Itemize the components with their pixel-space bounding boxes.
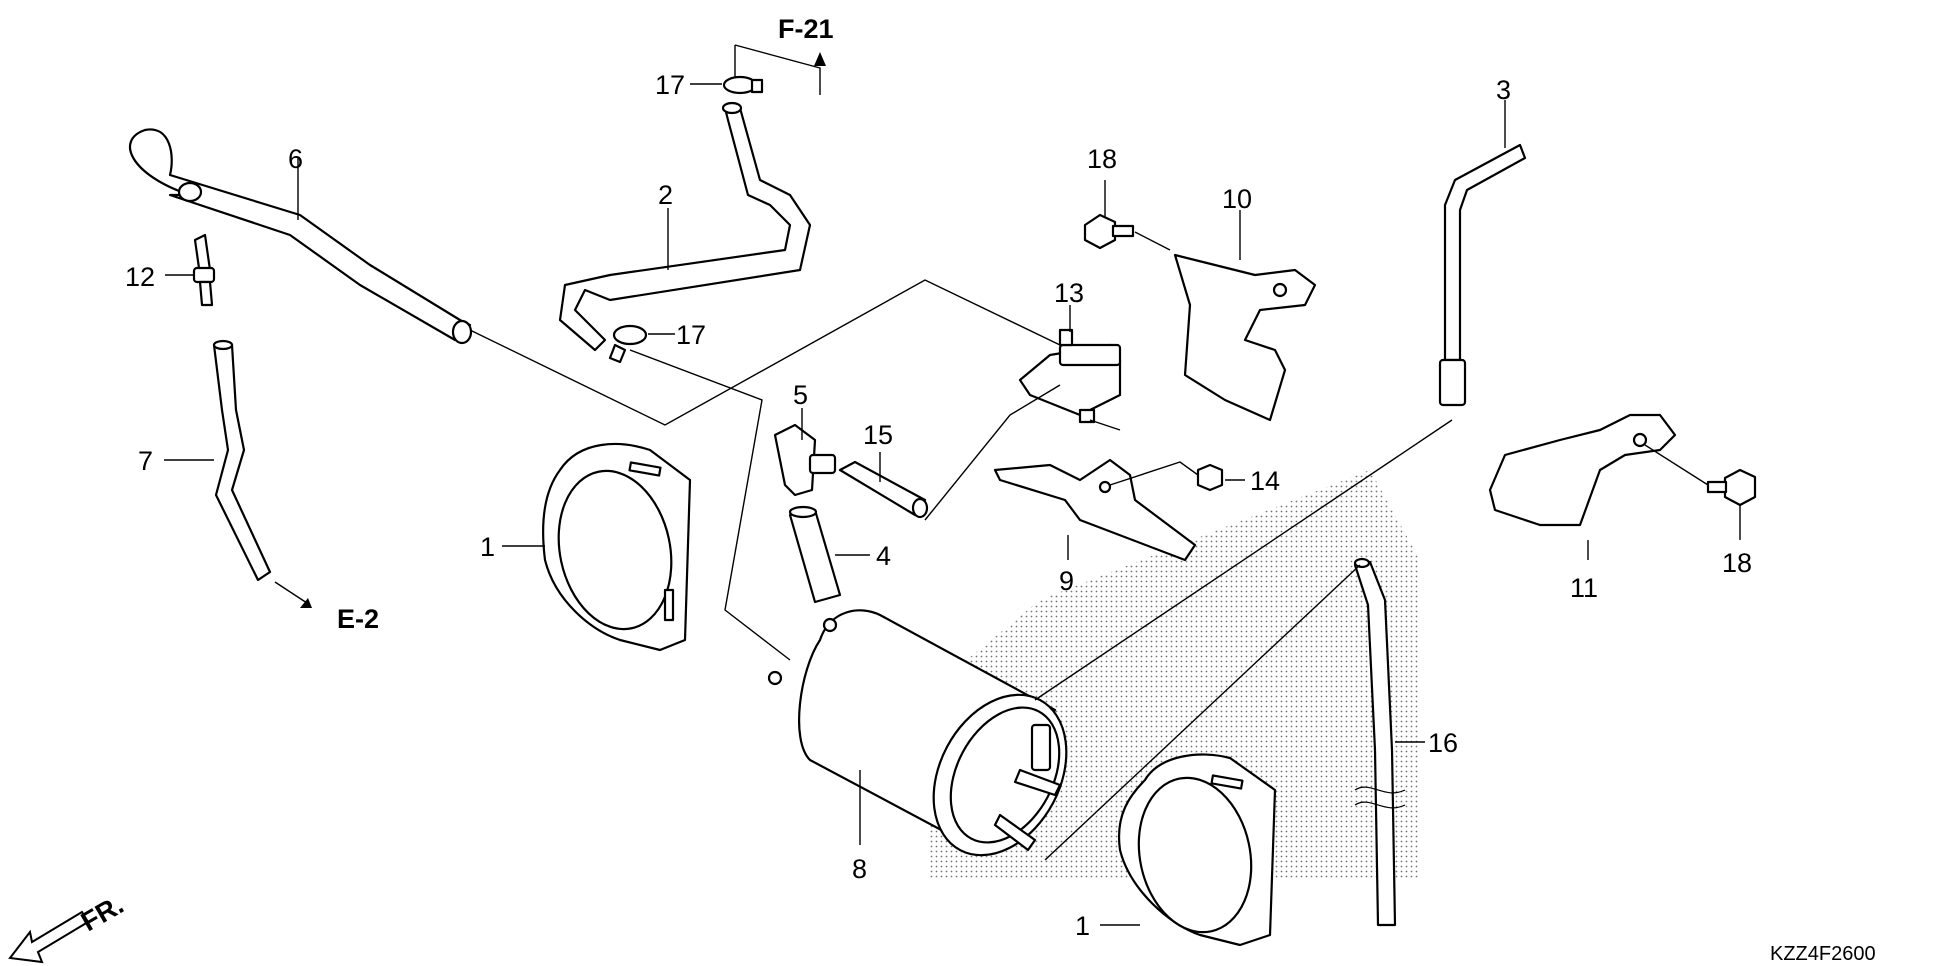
bracket-part-10[interactable] <box>1173 253 1317 422</box>
callout-4: 4 <box>876 541 891 571</box>
ref-e2: E-2 <box>337 604 379 634</box>
tube-part-15[interactable] <box>838 460 929 519</box>
tube-part-4[interactable] <box>788 505 842 604</box>
pipe-part-3[interactable] <box>1438 143 1527 407</box>
band-part-1-bottom[interactable] <box>1117 753 1277 947</box>
callout-7: 7 <box>138 446 153 476</box>
callout-13: 13 <box>1054 278 1084 308</box>
callout-11: 11 <box>1570 573 1598 603</box>
bolt-part-18-top[interactable] <box>1083 213 1135 250</box>
clamp-part-17-top[interactable] <box>722 75 764 95</box>
callout-5: 5 <box>793 380 808 410</box>
valve-part-13[interactable] <box>1018 328 1122 424</box>
ref-front: FR. <box>76 889 129 937</box>
hose-part-2[interactable] <box>558 101 812 352</box>
callout-12: 12 <box>125 262 155 292</box>
callout-6: 6 <box>288 144 303 174</box>
callout-15: 15 <box>863 420 893 450</box>
callout-1-bottom: 1 <box>1075 911 1090 941</box>
tube-part-16[interactable] <box>1353 557 1397 927</box>
band-part-1-top[interactable] <box>542 442 692 652</box>
callout-18-top: 18 <box>1087 144 1117 174</box>
fitting-part-5[interactable] <box>773 423 837 497</box>
callout-1-top: 1 <box>480 532 495 562</box>
callout-17-top: 17 <box>655 70 685 100</box>
callout-3: 3 <box>1496 75 1511 105</box>
arrow-f21 <box>814 52 826 66</box>
arrow-e2 <box>300 598 312 608</box>
front-arrow-icon <box>8 910 90 964</box>
hose-part-7[interactable] <box>212 339 272 582</box>
ref-f21: F-21 <box>778 14 834 44</box>
clamp-part-17-bottom[interactable] <box>608 324 648 364</box>
callout-16: 16 <box>1428 728 1458 758</box>
callout-2: 2 <box>658 180 673 210</box>
nut-part-14[interactable] <box>1196 463 1224 492</box>
bracket-part-9[interactable] <box>993 458 1197 562</box>
callout-14: 14 <box>1250 466 1280 496</box>
drawing-code: KZZ4F2600 <box>1770 943 1876 965</box>
hose-part-6[interactable] <box>128 128 473 345</box>
callout-9: 9 <box>1059 566 1074 596</box>
callout-8: 8 <box>852 854 867 884</box>
callout-10: 10 <box>1222 184 1252 214</box>
bolt-part-18-right[interactable] <box>1706 468 1757 507</box>
canister-part-8[interactable] <box>767 609 1093 878</box>
bracket-part-11[interactable] <box>1488 413 1677 527</box>
connector-part-12[interactable] <box>192 233 216 307</box>
callout-17-bottom: 17 <box>676 320 706 350</box>
callout-18-right: 18 <box>1722 548 1752 578</box>
